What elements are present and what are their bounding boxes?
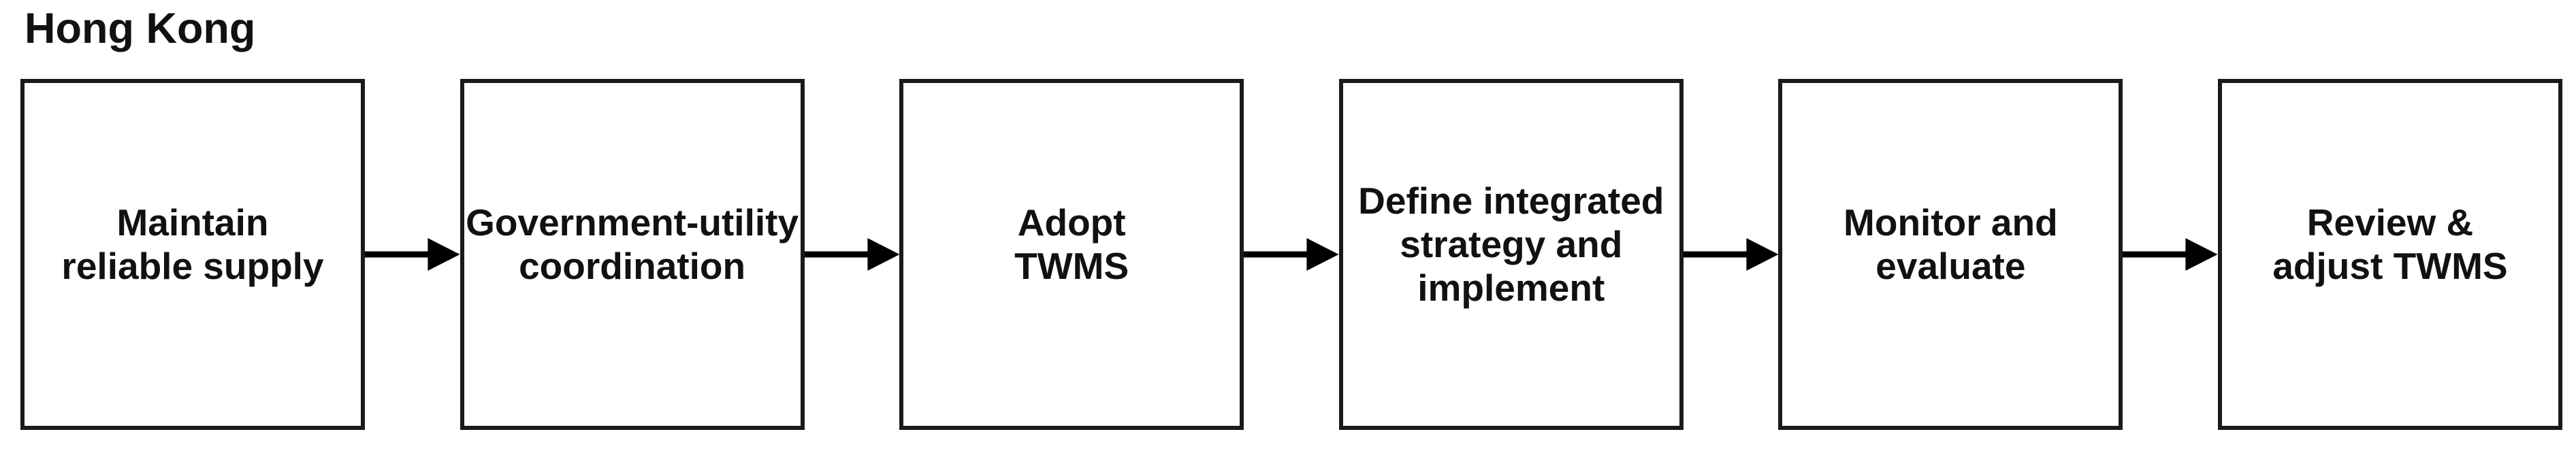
flow-step-review-adjust-twms: Review & adjust TWMS <box>2217 79 2562 430</box>
flow-row: Maintain reliable supply Government-util… <box>20 79 2562 430</box>
flow-step-government-utility-coordination: Government-utility coordination <box>460 79 805 430</box>
arrow-right-icon <box>365 233 460 275</box>
arrow-right-icon <box>1683 233 1779 275</box>
flow-step-adopt-twms: Adopt TWMS <box>899 79 1244 430</box>
flow-step-label: Review & adjust TWMS <box>2272 201 2508 287</box>
arrow-right-icon <box>2123 233 2218 275</box>
flow-step-monitor-and-evaluate: Monitor and evaluate <box>1778 79 2123 430</box>
diagram-title: Hong Kong <box>25 5 256 52</box>
flow-step-maintain-reliable-supply: Maintain reliable supply <box>20 79 365 430</box>
flow-step-label: Monitor and evaluate <box>1844 201 2058 287</box>
flow-step-label: Government-utility coordination <box>466 201 799 287</box>
flow-step-label: Adopt TWMS <box>1014 201 1129 287</box>
arrow-right-icon <box>1244 233 1339 275</box>
arrow-right-icon <box>804 233 900 275</box>
flow-step-label: Maintain reliable supply <box>61 201 324 287</box>
flow-step-define-integrated-strategy: Define integrated strategy and implement <box>1338 79 1684 430</box>
flow-step-label: Define integrated strategy and implement <box>1358 180 1664 309</box>
